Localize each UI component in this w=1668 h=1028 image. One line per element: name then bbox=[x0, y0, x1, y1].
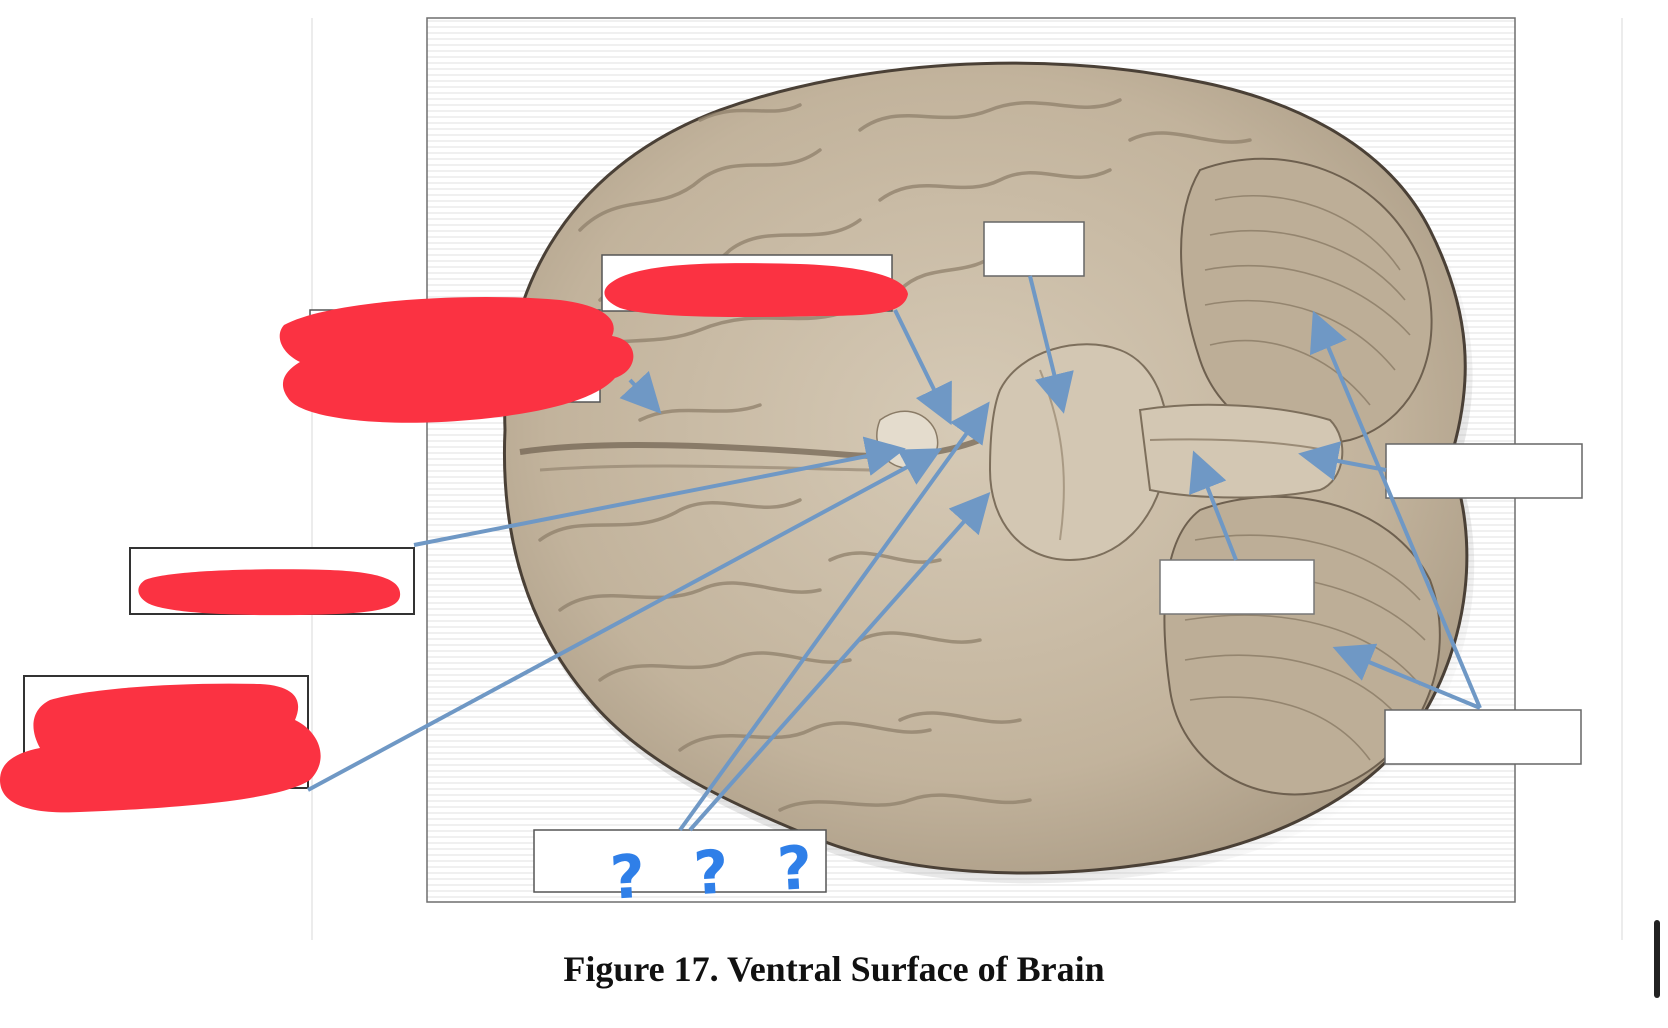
redaction-left-upper bbox=[279, 297, 634, 423]
redaction-left-middle bbox=[138, 569, 401, 616]
arrow-left-middle-label bbox=[413, 436, 906, 547]
arrow-left-upper-label bbox=[619, 370, 662, 414]
brain-image bbox=[502, 61, 1475, 884]
redaction-marks bbox=[0, 263, 908, 813]
label-box-right-lower bbox=[1384, 709, 1582, 765]
redaction-top-left bbox=[604, 263, 908, 318]
label-box-right-upper bbox=[1385, 443, 1583, 499]
arrow-left-lower-label bbox=[307, 448, 943, 792]
arrow-top-center-label bbox=[1028, 275, 1074, 414]
arrow-bottom-label-b bbox=[688, 492, 991, 832]
arrow-top-left-label bbox=[893, 309, 952, 426]
question-marks: ? ? ? bbox=[608, 832, 828, 914]
pointer-arrows bbox=[307, 275, 1482, 832]
arrow-right-lower-label-a bbox=[1309, 310, 1482, 709]
redaction-left-lower bbox=[0, 683, 321, 813]
arrow-right-lower-label-b bbox=[1332, 643, 1481, 710]
optic-chiasm-region bbox=[876, 410, 939, 469]
label-box-top-center bbox=[983, 221, 1085, 277]
arrow-bottom-label-a bbox=[678, 401, 990, 832]
arrow-right-upper-label bbox=[1298, 441, 1387, 481]
label-box-bottom bbox=[533, 829, 827, 893]
arrow-center-right-label bbox=[1189, 450, 1238, 561]
scrollbar-thumb[interactable] bbox=[1654, 920, 1660, 998]
label-box-center-right bbox=[1159, 559, 1315, 615]
figure-caption: Figure 17. Ventral Surface of Brain bbox=[563, 949, 1105, 989]
